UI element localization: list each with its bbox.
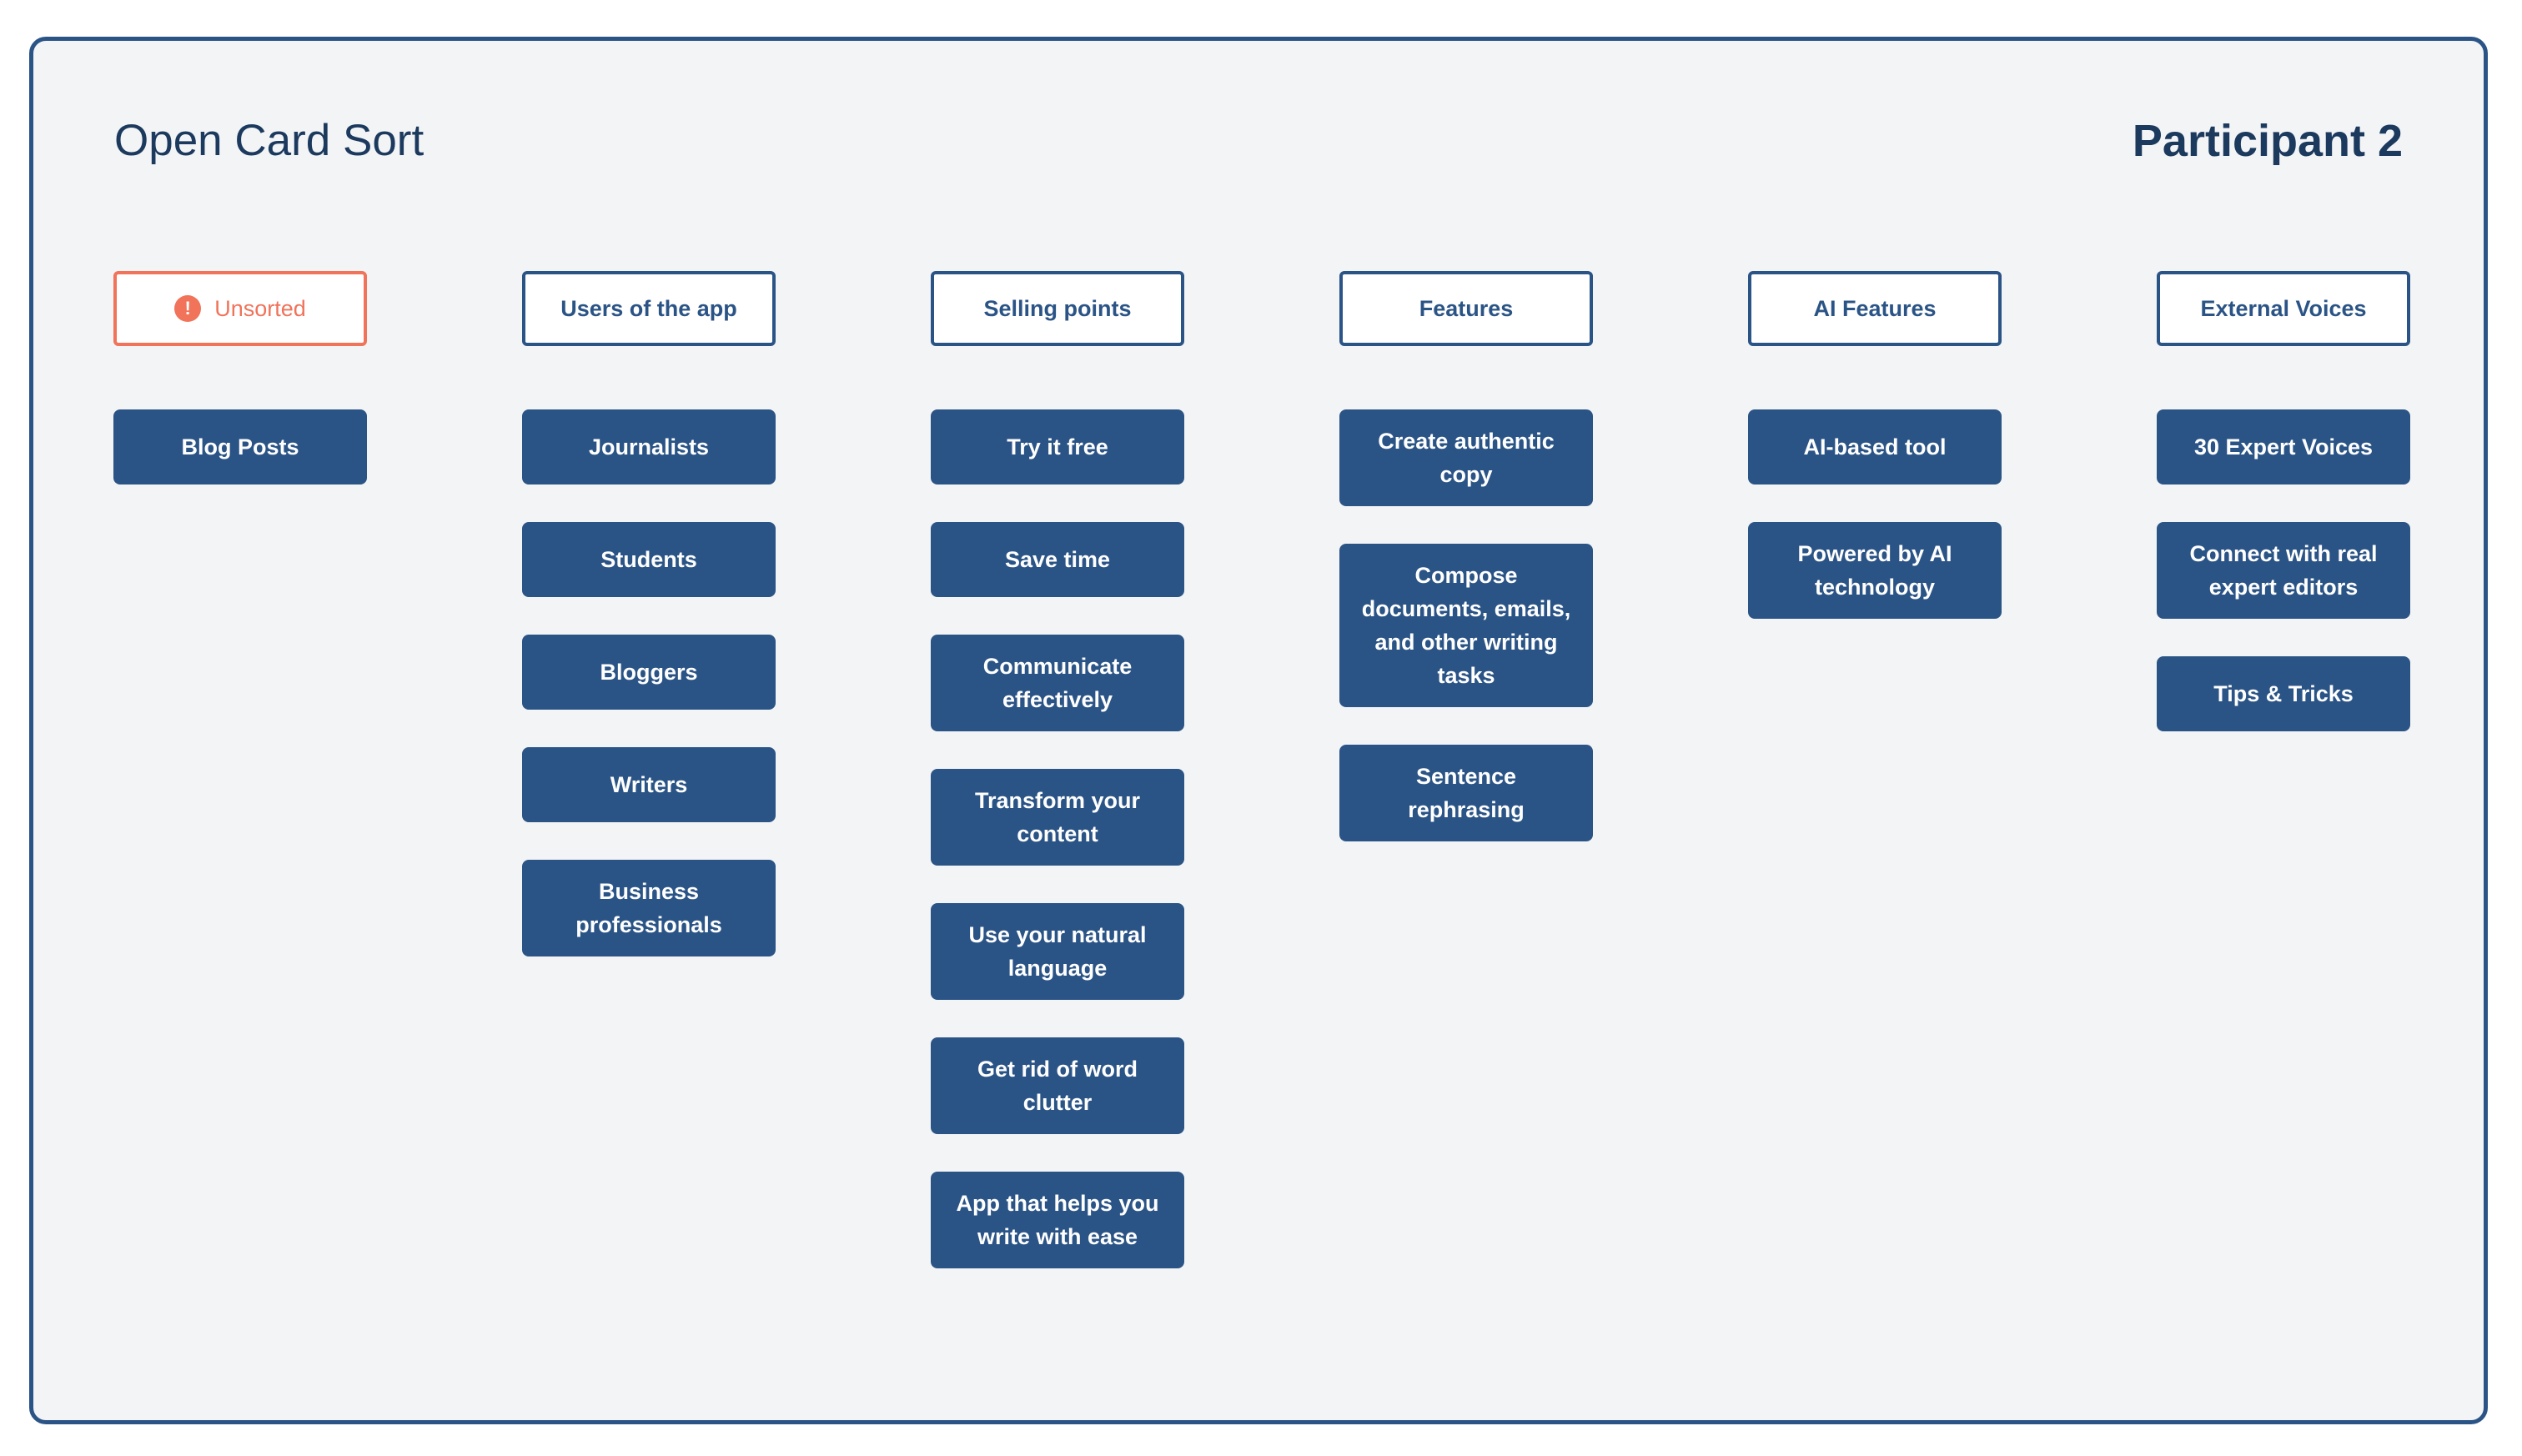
card-list: 30 Expert Voices Connect with real exper…	[2157, 409, 2410, 731]
card[interactable]: Get rid of word clutter	[931, 1037, 1184, 1134]
column-header-label: External Voices	[2200, 295, 2367, 321]
card[interactable]: Journalists	[522, 409, 776, 484]
card[interactable]: Create authentic copy	[1339, 409, 1593, 506]
column-header-label: Features	[1419, 295, 1514, 321]
column-header-ai-features[interactable]: AI Features	[1748, 271, 2002, 346]
card[interactable]: Bloggers	[522, 635, 776, 710]
card-list: Journalists Students Bloggers Writers Bu…	[522, 409, 776, 956]
column-external-voices: External Voices 30 Expert Voices Connect…	[2157, 271, 2410, 731]
column-ai-features: AI Features AI-based tool Powered by AI …	[1748, 271, 2002, 619]
card[interactable]: App that helps you write with ease	[931, 1172, 1184, 1268]
column-unsorted: ! Unsorted Blog Posts	[113, 271, 367, 484]
card[interactable]: Transform your content	[931, 769, 1184, 866]
column-header-label: Unsorted	[214, 295, 306, 321]
card[interactable]: Try it free	[931, 409, 1184, 484]
participant-label: Participant 2	[2132, 116, 2403, 166]
card[interactable]: Tips & Tricks	[2157, 656, 2410, 731]
column-header-label: Users of the app	[560, 295, 737, 321]
column-header-label: Selling points	[983, 295, 1132, 321]
column-header-unsorted[interactable]: ! Unsorted	[113, 271, 367, 346]
column-header-selling-points[interactable]: Selling points	[931, 271, 1184, 346]
card[interactable]: 30 Expert Voices	[2157, 409, 2410, 484]
card[interactable]: Blog Posts	[113, 409, 367, 484]
column-header-features[interactable]: Features	[1339, 271, 1593, 346]
card[interactable]: Compose documents, emails, and other wri…	[1339, 544, 1593, 707]
card[interactable]: Sentence rephrasing	[1339, 745, 1593, 841]
card[interactable]: Communicate effectively	[931, 635, 1184, 731]
card[interactable]: AI-based tool	[1748, 409, 2002, 484]
card-list: Try it free Save time Communicate effect…	[931, 409, 1184, 1268]
card[interactable]: Use your natural language	[931, 903, 1184, 1000]
column-header-users-of-the-app[interactable]: Users of the app	[522, 271, 776, 346]
card-list: AI-based tool Powered by AI technology	[1748, 409, 2002, 619]
card[interactable]: Students	[522, 522, 776, 597]
card[interactable]: Writers	[522, 747, 776, 822]
warning-icon: !	[174, 295, 202, 322]
column-header-external-voices[interactable]: External Voices	[2157, 271, 2410, 346]
card[interactable]: Powered by AI technology	[1748, 522, 2002, 619]
column-features: Features Create authentic copy Compose d…	[1339, 271, 1593, 841]
card[interactable]: Save time	[931, 522, 1184, 597]
card[interactable]: Connect with real expert editors	[2157, 522, 2410, 619]
column-users-of-the-app: Users of the app Journalists Students Bl…	[522, 271, 776, 956]
card[interactable]: Business professionals	[522, 860, 776, 956]
column-header-label: AI Features	[1813, 295, 1937, 321]
card-sort-board: Open Card Sort Participant 2 ! Unsorted …	[29, 37, 2488, 1424]
card-list: Blog Posts	[113, 409, 367, 484]
page-title: Open Card Sort	[114, 116, 425, 165]
card-list: Create authentic copy Compose documents,…	[1339, 409, 1593, 841]
column-selling-points: Selling points Try it free Save time Com…	[931, 271, 1184, 1268]
